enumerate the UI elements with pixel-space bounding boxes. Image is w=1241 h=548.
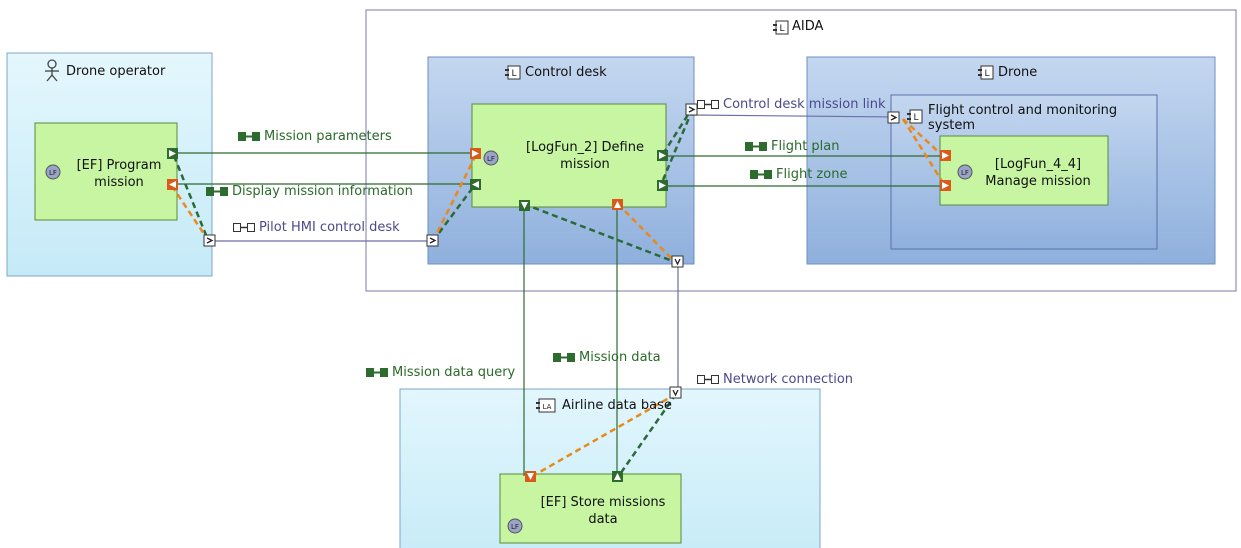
svg-text:L: L — [984, 69, 989, 79]
drone-operator-label: Drone operator — [66, 64, 166, 79]
green-ports — [167, 148, 668, 482]
svg-text:L: L — [779, 24, 784, 34]
aida-label: AIDA — [792, 19, 824, 34]
person-icon — [45, 59, 59, 82]
svg-text:LA: LA — [543, 403, 552, 411]
svg-text:LF: LF — [511, 523, 519, 531]
mission-parameters-label[interactable]: Mission parameters — [238, 129, 392, 145]
define-mission-text: [LogFun_2] Define mission — [526, 140, 644, 172]
link-icon — [697, 100, 719, 109]
exchange-icon — [206, 187, 228, 196]
flight-system-label: Flight control and monitoring system — [928, 103, 1118, 133]
control-desk-mission-link-line[interactable] — [690, 114, 898, 118]
svg-text:L: L — [913, 113, 918, 123]
flight-zone-label[interactable]: Flight zone — [750, 167, 847, 183]
store-missions-function[interactable] — [499, 473, 682, 544]
mission-data-label[interactable]: Mission data — [553, 350, 661, 366]
exchange-icon — [750, 170, 772, 179]
component-icon: L — [505, 65, 521, 80]
component-icons: L L L L LA — [505, 20, 994, 413]
physical-links — [210, 114, 898, 392]
link-icon — [697, 375, 719, 384]
manage-mission-text: [LogFun_4_4] Manage mission — [985, 157, 1091, 189]
airline-db-label: Airline data base — [562, 398, 672, 413]
exchange-icon — [745, 142, 767, 151]
mission-data-query-label[interactable]: Mission data query — [366, 365, 515, 381]
functional-exchanges — [172, 152, 944, 476]
display-mission-info-label[interactable]: Display mission information — [206, 184, 413, 200]
lf-icon — [507, 518, 523, 534]
exchange-icon — [553, 353, 575, 362]
control-desk-mission-link-label[interactable]: Control desk mission link — [697, 97, 886, 113]
svg-text:LF: LF — [49, 169, 57, 177]
svg-text:LF: LF — [961, 169, 969, 177]
lf-icon — [483, 150, 499, 166]
function-badges: LF LF LF LF — [45, 150, 973, 534]
lf-icon — [957, 164, 973, 180]
physical-ports — [203, 103, 900, 399]
component-icon: L — [978, 65, 994, 80]
pilot-hmi-label[interactable]: Pilot HMI control desk — [233, 220, 400, 236]
database-icon: LA — [536, 398, 556, 413]
dashed-green — [172, 109, 693, 478]
svg-text:LF: LF — [487, 155, 495, 163]
component-icon: L — [907, 109, 923, 124]
orange-ports — [167, 148, 951, 482]
component-icon: L — [773, 20, 789, 35]
lf-icon — [45, 164, 61, 180]
store-missions-text: [EF] Store missions data — [540, 495, 666, 527]
exchange-icon — [238, 132, 260, 141]
drone-label: Drone — [998, 65, 1038, 80]
define-mission-function[interactable] — [471, 103, 667, 208]
control-desk-label: Control desk — [525, 65, 607, 80]
program-mission-text: [EF] Program mission — [76, 158, 162, 190]
flight-plan-label[interactable]: Flight plan — [745, 139, 840, 155]
exchange-icon — [366, 368, 388, 377]
link-icon — [233, 223, 255, 232]
network-connection-label[interactable]: Network connection — [697, 372, 853, 388]
dashed-orange — [170, 118, 947, 479]
svg-text:L: L — [511, 69, 516, 79]
